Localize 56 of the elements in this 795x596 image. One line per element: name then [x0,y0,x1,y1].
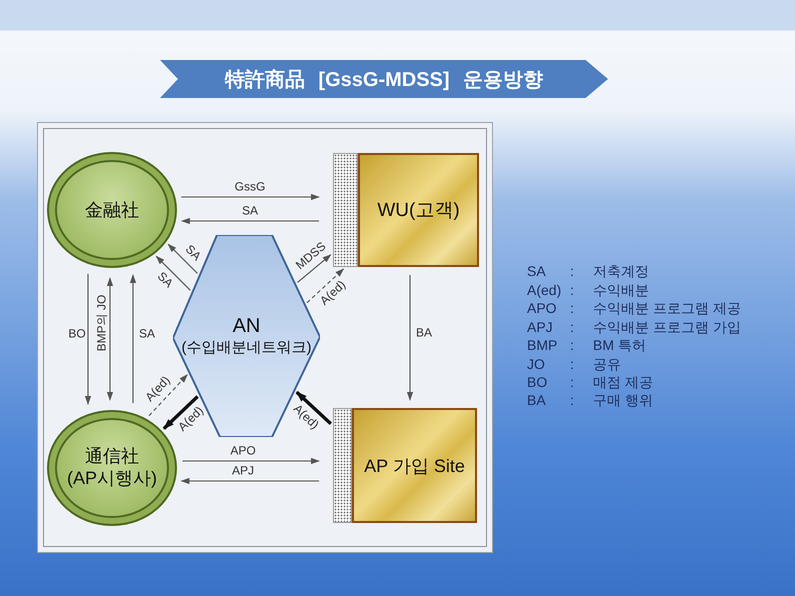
arrow [306,268,344,304]
separator-colon: : [570,300,574,316]
definition-text: 매점 제공 [593,374,653,390]
edge-label: APO [229,444,257,458]
arrow [162,395,199,430]
node-label: WU(고객) [377,199,460,223]
edge-label: BO [67,328,87,340]
arrow [148,374,188,416]
edge-label: SA [138,328,156,340]
edge-label: BA [415,326,433,340]
edge-label: APJ [231,464,255,478]
edge-label: SA [241,204,259,218]
node-label: 通信社 (AP시행사) [66,446,158,490]
abbreviation-text: SA [527,263,546,279]
abbreviation-text: BMP [527,337,558,353]
definition-text: 저축계정 [593,263,649,279]
arrow [84,274,92,405]
title-banner: 特許商品 [GssG-MDSS] 운용방향 [160,60,608,98]
box-node [333,408,477,523]
edge-label: BMP의 JO [96,294,108,352]
arrow [156,256,191,291]
node-label: 金融社 [85,199,139,222]
arrow [182,458,320,464]
abbreviation-text: A(ed) [527,282,562,298]
definition-text: 수익배분 [593,282,649,298]
node-label: AP 가입 Site [364,454,465,478]
arrow [406,275,414,401]
arrow [180,478,319,484]
definition-text: BM 특허 [593,337,646,353]
box-node [333,153,479,267]
abbreviation-text: APO [527,300,557,316]
abbreviation-text: BA [527,392,546,408]
separator-colon: : [570,282,574,298]
separator-colon: : [570,356,574,372]
node-label: AN [232,315,260,338]
separator-colon: : [570,319,574,335]
arrow [297,254,332,283]
arrow [130,274,136,404]
separator-colon: : [570,374,574,390]
abbreviation-text: JO [527,356,545,372]
arrow [296,390,332,426]
node-label: (수입배분네트워크) [182,338,312,357]
arrow [168,244,198,274]
definition-text: 수익배분 프로그램 제공 [593,300,741,316]
arrow [181,194,320,200]
edge-label: GssG [234,180,266,194]
separator-colon: : [570,263,574,279]
abbreviation-text: BO [527,374,548,390]
definition-text: 구매 행위 [593,392,653,408]
separator-colon: : [570,392,574,408]
arrow [106,277,114,401]
definition-text: 공유 [593,356,621,372]
arrow [180,218,319,224]
separator-colon: : [570,337,574,353]
abbreviation-text: APJ [527,319,553,335]
definition-text: 수익배분 프로그램 가입 [593,319,741,335]
